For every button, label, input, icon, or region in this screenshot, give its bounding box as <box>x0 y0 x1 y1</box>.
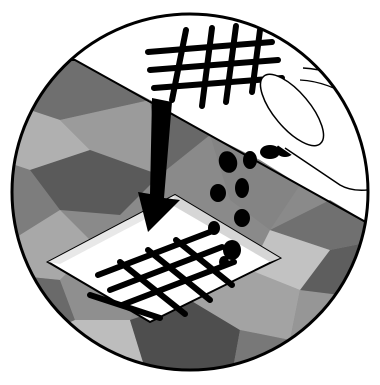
road-patch <box>20 320 150 385</box>
pellet <box>235 178 249 198</box>
road-patch <box>290 290 380 385</box>
pellet <box>208 221 220 235</box>
pellet <box>210 184 226 202</box>
pellet <box>219 256 229 268</box>
pellet <box>234 209 250 227</box>
road-patch <box>230 330 330 385</box>
pellet <box>243 151 257 169</box>
